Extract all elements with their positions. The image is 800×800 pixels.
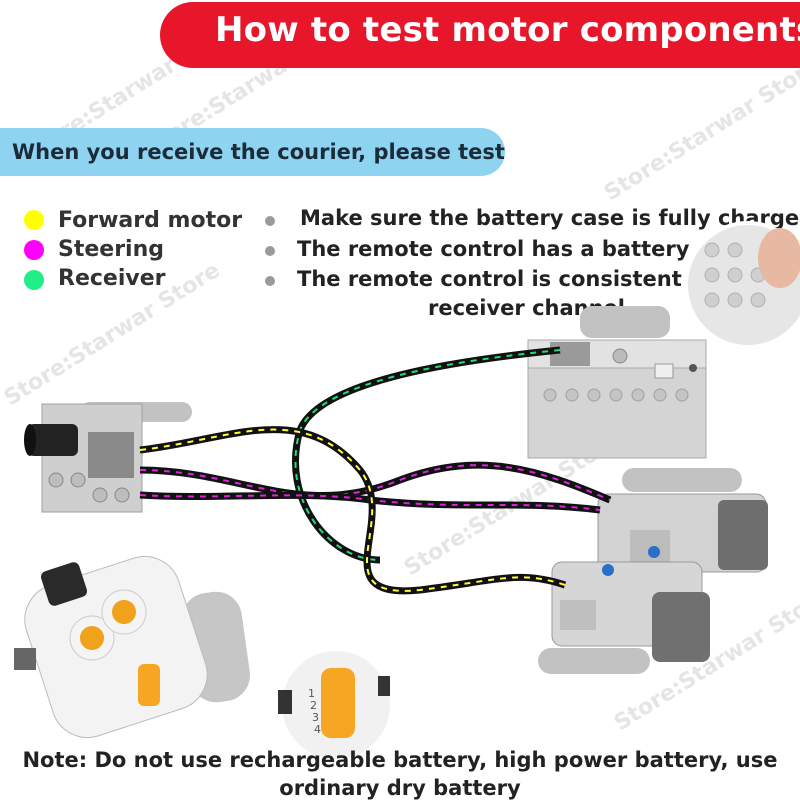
bullet <box>265 216 275 226</box>
label-pill <box>622 468 742 492</box>
label-pill <box>580 306 670 338</box>
channel-number: 3 <box>312 711 319 724</box>
label-pill <box>538 648 650 674</box>
legend-label-forward-motor: Forward motor <box>58 208 243 233</box>
receiver-wire-stripe <box>294 349 561 561</box>
channel-number: 4 <box>314 723 321 736</box>
forward-wire <box>139 426 567 595</box>
legend-dot-forward-motor <box>24 210 44 230</box>
steering-wire-stripe <box>139 464 611 501</box>
channel-selector-icon <box>278 647 394 763</box>
subtitle: When you receive the courier, please tes… <box>12 140 505 164</box>
channel-number: 2 <box>310 699 317 712</box>
legend-label-receiver: Receiver <box>58 266 166 291</box>
bullet <box>265 246 275 256</box>
subtitle-banner <box>0 128 505 176</box>
forward-wire-stripe <box>139 428 566 592</box>
legend-label-steering: Steering <box>58 237 165 262</box>
check-item-remote-battery: The remote control has a battery <box>297 237 690 261</box>
legend-dot-receiver <box>24 270 44 290</box>
channel-number: 1 <box>308 687 315 700</box>
note-line-1: Note: Do not use rechargeable battery, h… <box>22 748 778 772</box>
receiver-wire <box>292 346 561 564</box>
check-item-battery-case: Make sure the battery case is fully char… <box>300 206 800 230</box>
title-banner <box>160 2 800 68</box>
note-line-2: ordinary dry battery <box>279 776 521 800</box>
drive-motor-icon <box>551 561 710 662</box>
steering-motor-icon <box>597 493 768 573</box>
page-title: How to test motor components <box>215 10 800 50</box>
zoom-switch-icon <box>684 221 800 349</box>
forward-motor-icon <box>24 403 143 513</box>
bullet <box>265 276 275 286</box>
remote-control-icon <box>14 556 208 738</box>
legend-dot-steering <box>24 240 44 260</box>
battery-box-icon <box>527 339 707 459</box>
